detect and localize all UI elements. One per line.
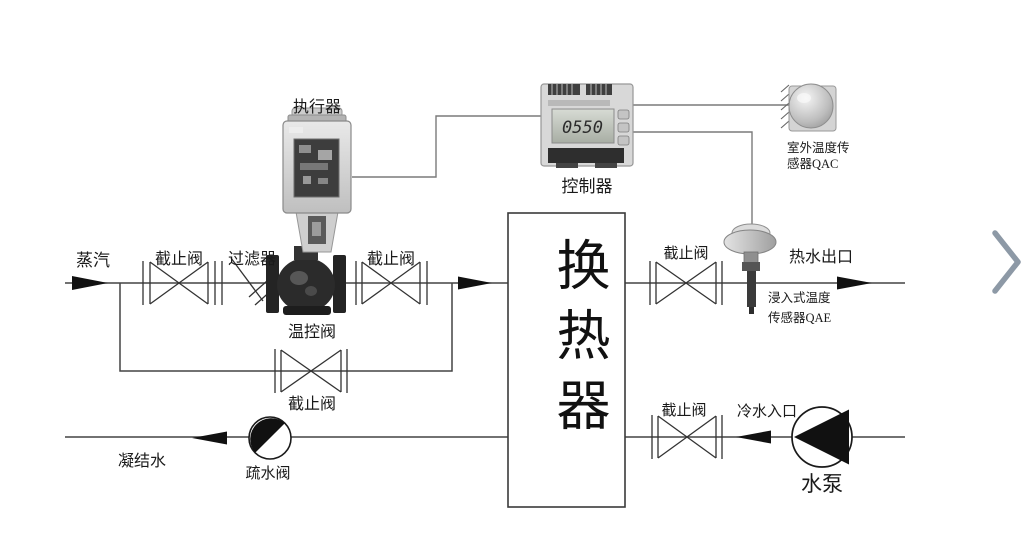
pump-symbol [791, 406, 853, 468]
label-actuator: 执行器 [292, 99, 341, 116]
heat-exchanger-box [507, 212, 626, 508]
stop-valve-cold-water [651, 415, 723, 459]
label-heat-exchanger: 换热器 [547, 237, 610, 447]
label-stop-valve-1: 截止阀 [154, 251, 203, 268]
condensate-arrow [192, 431, 227, 445]
bypass-pipe [119, 283, 453, 372]
controller-display: 0550 [562, 118, 603, 138]
hx-inlet-arrow [458, 276, 492, 290]
label-stop-valve-hot: 截止阀 [663, 246, 709, 262]
label-immersion-sensor-line2: 传感器QAE [768, 311, 832, 325]
next-arrow-icon[interactable] [992, 230, 1021, 294]
label-outdoor-sensor-line2: 感器QAC [787, 157, 839, 171]
label-outdoor-sensor-line1: 室外温度传 [787, 141, 850, 155]
immersion-temp-sensor-device [723, 223, 777, 314]
temp-control-valve-body [266, 246, 346, 315]
wire-actuator-controller [352, 115, 541, 178]
label-cold-water-inlet: 冷水入口 [736, 404, 797, 420]
steam-flow-arrow [72, 276, 108, 290]
label-stop-valve-2: 截止阀 [366, 251, 415, 268]
label-steam-trap: 疏水阀 [245, 466, 291, 482]
label-pump: 水泵 [801, 472, 843, 496]
stop-valve-steam-1 [142, 261, 216, 305]
actuator-device [282, 107, 352, 253]
control-wiring [352, 104, 789, 232]
label-controller: 控制器 [561, 177, 613, 196]
label-steam: 蒸汽 [76, 251, 110, 270]
controller-device: 0550 [540, 83, 634, 168]
hot-water-arrow [837, 276, 872, 290]
label-temp-control-valve: 温控阀 [287, 324, 336, 341]
label-stop-valve-bypass: 截止阀 [287, 396, 336, 413]
outdoor-temp-sensor-device [780, 83, 837, 132]
wire-controller-immersion-sensor [633, 131, 753, 232]
stop-valve-steam-2 [355, 261, 428, 305]
label-filter: 过滤器 [227, 251, 276, 268]
label-immersion-sensor-line1: 浸入式温度 [768, 291, 831, 305]
label-stop-valve-cold: 截止阀 [661, 403, 707, 419]
steam-trap-symbol [248, 416, 292, 460]
cold-water-arrow [736, 430, 771, 444]
label-condensate: 凝结水 [117, 453, 166, 470]
label-hot-water-outlet: 热水出口 [788, 249, 853, 266]
stop-valve-hot-water [649, 261, 723, 305]
flow-arrows [72, 276, 872, 445]
stop-valve-bypass [274, 349, 348, 393]
